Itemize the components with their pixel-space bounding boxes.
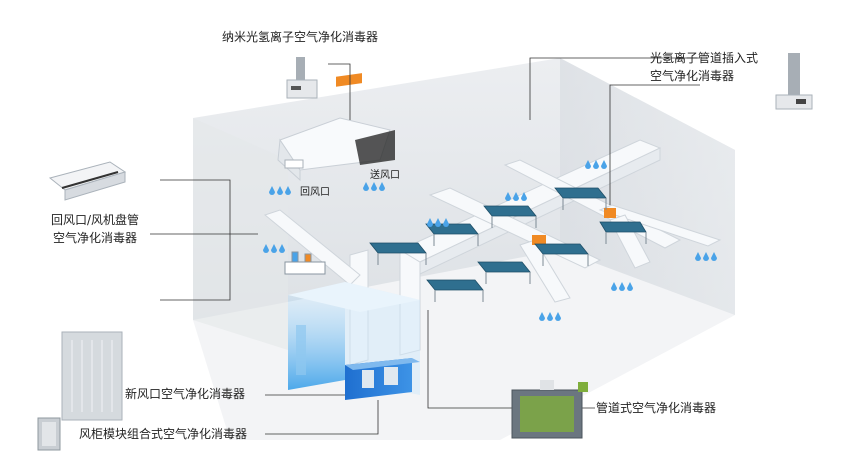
label-duct-insert-line2: 空气净化消毒器: [650, 69, 735, 83]
air-handling-unit: [345, 358, 420, 400]
airflow-droplets: [263, 160, 717, 321]
ceiling-cassette-icon: [48, 161, 127, 201]
label-duct-type: 管道式空气净化消毒器: [596, 401, 717, 415]
return-vent-airflow: [269, 186, 291, 195]
label-ahu-module: 风柜模块组合式空气净化消毒器: [79, 427, 248, 441]
label-supply-vent: 送风口: [370, 170, 400, 181]
right-wall: [560, 58, 735, 315]
duct-purifier-icon: [511, 380, 588, 439]
ceiling-duct-unit: [277, 73, 395, 182]
lab-workstation: [284, 251, 326, 275]
label-nano-purifier: 纳米光氢离子空气净化消毒器: [222, 30, 379, 44]
supply-vent-airflow: [363, 182, 385, 191]
duct-insert-device-icon: [775, 53, 813, 110]
label-return-air-line2: 空气净化消毒器: [52, 231, 137, 245]
panel-filter-icon: [61, 331, 123, 421]
duct-insert-orange-1: [604, 208, 616, 218]
label-return-vent: 回风口: [300, 187, 330, 198]
label-return-air-line1: 回风口/风机盘管: [50, 213, 140, 227]
tower-purifier-icon: [286, 57, 318, 99]
cabinet-purifier-icon: [37, 417, 61, 451]
label-fresh-air: 新风口空气净化消毒器: [125, 387, 246, 401]
duct-insert-orange-2: [532, 235, 546, 245]
bed-frames: [377, 198, 647, 302]
label-duct-insert-line1: 光氢离子管道插入式: [650, 51, 759, 65]
